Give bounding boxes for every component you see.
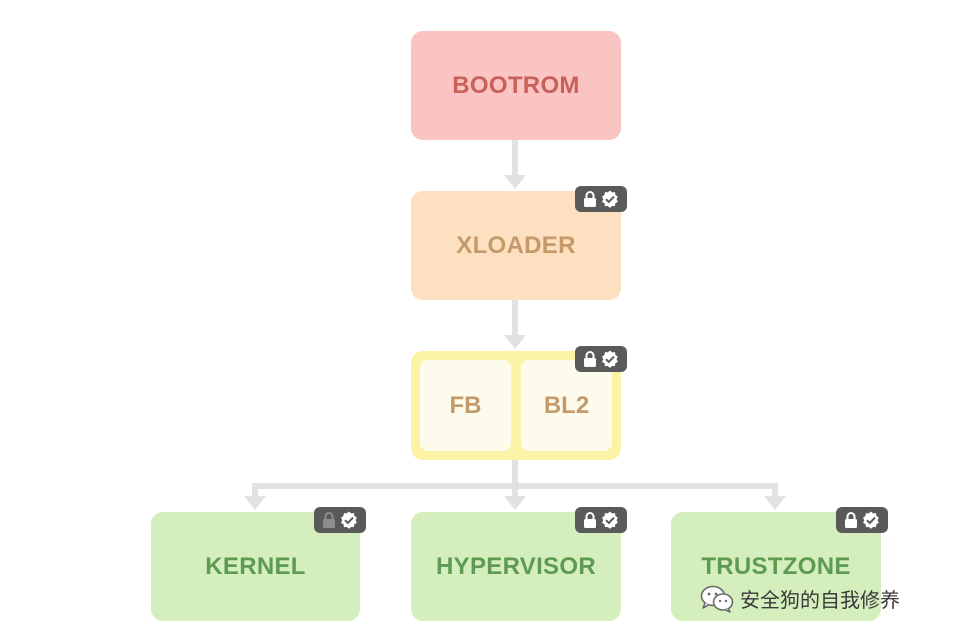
bl2-label: BL2 <box>543 391 590 419</box>
bootrom-node: BOOTROM <box>411 31 621 140</box>
bootrom-label: BOOTROM <box>452 71 580 99</box>
hypervisor-label: HYPERVISOR <box>436 552 596 580</box>
watermark-text: 安全狗的自我修养 <box>740 588 900 612</box>
fb-bl2-security-badge <box>575 346 627 372</box>
fb-bl2-group: FB BL2 <box>411 351 621 460</box>
verified-icon <box>602 511 618 529</box>
verified-icon <box>863 511 879 529</box>
arrowhead-xloader <box>504 175 526 189</box>
arrowhead-hypervisor <box>504 496 526 510</box>
xloader-label: XLOADER <box>456 231 576 259</box>
fb-label: FB <box>449 391 482 419</box>
kernel-security-badge <box>314 507 366 533</box>
trustzone-security-badge <box>836 507 888 533</box>
arrowhead-fb-bl2 <box>504 335 526 349</box>
verified-icon <box>341 511 357 529</box>
lock-icon <box>845 512 857 528</box>
kernel-label: KERNEL <box>205 552 306 580</box>
arrowhead-trustzone <box>764 496 786 510</box>
lock-icon <box>584 512 596 528</box>
watermark: 安全狗的自我修养 <box>700 584 900 613</box>
wechat-icon <box>700 585 734 613</box>
arrowhead-kernel <box>244 496 266 510</box>
connector-branch <box>252 483 778 497</box>
lock-icon-disabled <box>323 512 335 528</box>
hypervisor-security-badge <box>575 507 627 533</box>
trustzone-label: TRUSTZONE <box>701 552 851 580</box>
verified-icon <box>602 190 618 208</box>
lock-icon <box>584 191 596 207</box>
lock-icon <box>584 351 596 367</box>
fb-node: FB <box>420 360 511 451</box>
xloader-security-badge <box>575 186 627 212</box>
verified-icon <box>602 350 618 368</box>
bl2-node: BL2 <box>521 360 612 451</box>
